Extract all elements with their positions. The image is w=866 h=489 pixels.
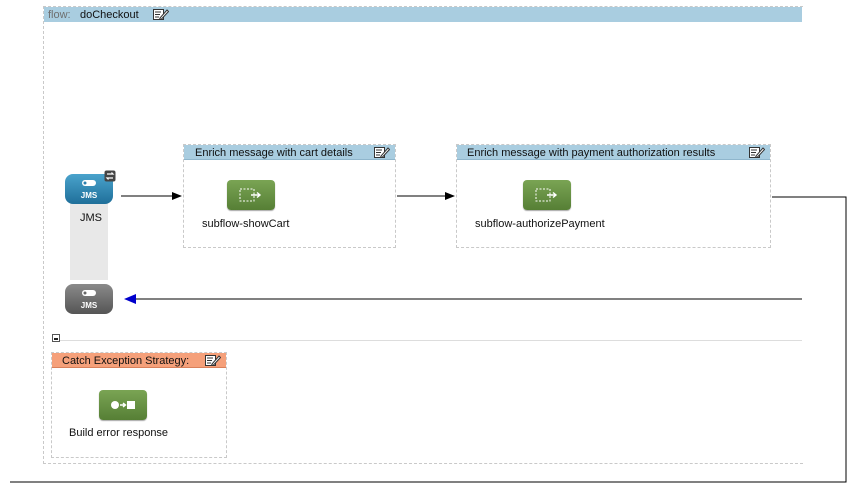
subflow-showcart-label: subflow-showCart bbox=[202, 218, 290, 230]
enricher-payment-header bbox=[457, 145, 770, 160]
jms-inbound-label: JMS bbox=[80, 212, 102, 224]
connector-icon bbox=[82, 180, 96, 186]
exception-separator bbox=[60, 340, 802, 341]
catch-exception-header bbox=[52, 353, 226, 368]
enricher-cart-header bbox=[184, 145, 395, 160]
jms-inbound-icon-text: JMS bbox=[80, 191, 98, 200]
endpoint-lane bbox=[70, 196, 108, 280]
enricher-cart-title: Enrich message with cart details bbox=[195, 147, 353, 159]
subflow-authorizepayment-component[interactable] bbox=[523, 180, 571, 210]
catch-exception-strategy[interactable] bbox=[51, 352, 227, 458]
jms-response-icon-text: JMS bbox=[80, 301, 98, 310]
flow-header[interactable] bbox=[44, 7, 802, 22]
build-error-response-component[interactable] bbox=[99, 390, 147, 420]
enricher-payment-scope[interactable] bbox=[456, 144, 771, 248]
flow-reference-icon bbox=[535, 188, 558, 202]
enricher-cart-scope[interactable] bbox=[183, 144, 396, 248]
jms-response-endpoint[interactable]: JMS bbox=[65, 284, 113, 314]
flow-keyword: flow: bbox=[48, 9, 71, 21]
subflow-authorizepayment-label: subflow-authorizePayment bbox=[475, 218, 605, 230]
flow-reference-icon bbox=[239, 188, 262, 202]
edit-note-icon[interactable] bbox=[205, 354, 221, 366]
edit-note-icon[interactable] bbox=[153, 8, 169, 20]
edit-note-icon[interactable] bbox=[749, 146, 765, 158]
continuation-line bbox=[10, 196, 847, 483]
collapse-toggle-icon[interactable] bbox=[52, 334, 60, 342]
catch-exception-title: Catch Exception Strategy: bbox=[62, 355, 190, 367]
edit-note-icon[interactable] bbox=[374, 146, 390, 158]
exchange-pattern-icon bbox=[104, 170, 116, 182]
enricher-payment-title: Enrich message with payment authorizatio… bbox=[467, 147, 716, 159]
connector-icon bbox=[82, 290, 96, 296]
transformer-icon bbox=[111, 401, 135, 409]
subflow-showcart-component[interactable] bbox=[227, 180, 275, 210]
build-error-response-label: Build error response bbox=[69, 427, 169, 439]
flow-name[interactable]: doCheckout bbox=[80, 9, 139, 21]
flow-container bbox=[43, 6, 803, 464]
